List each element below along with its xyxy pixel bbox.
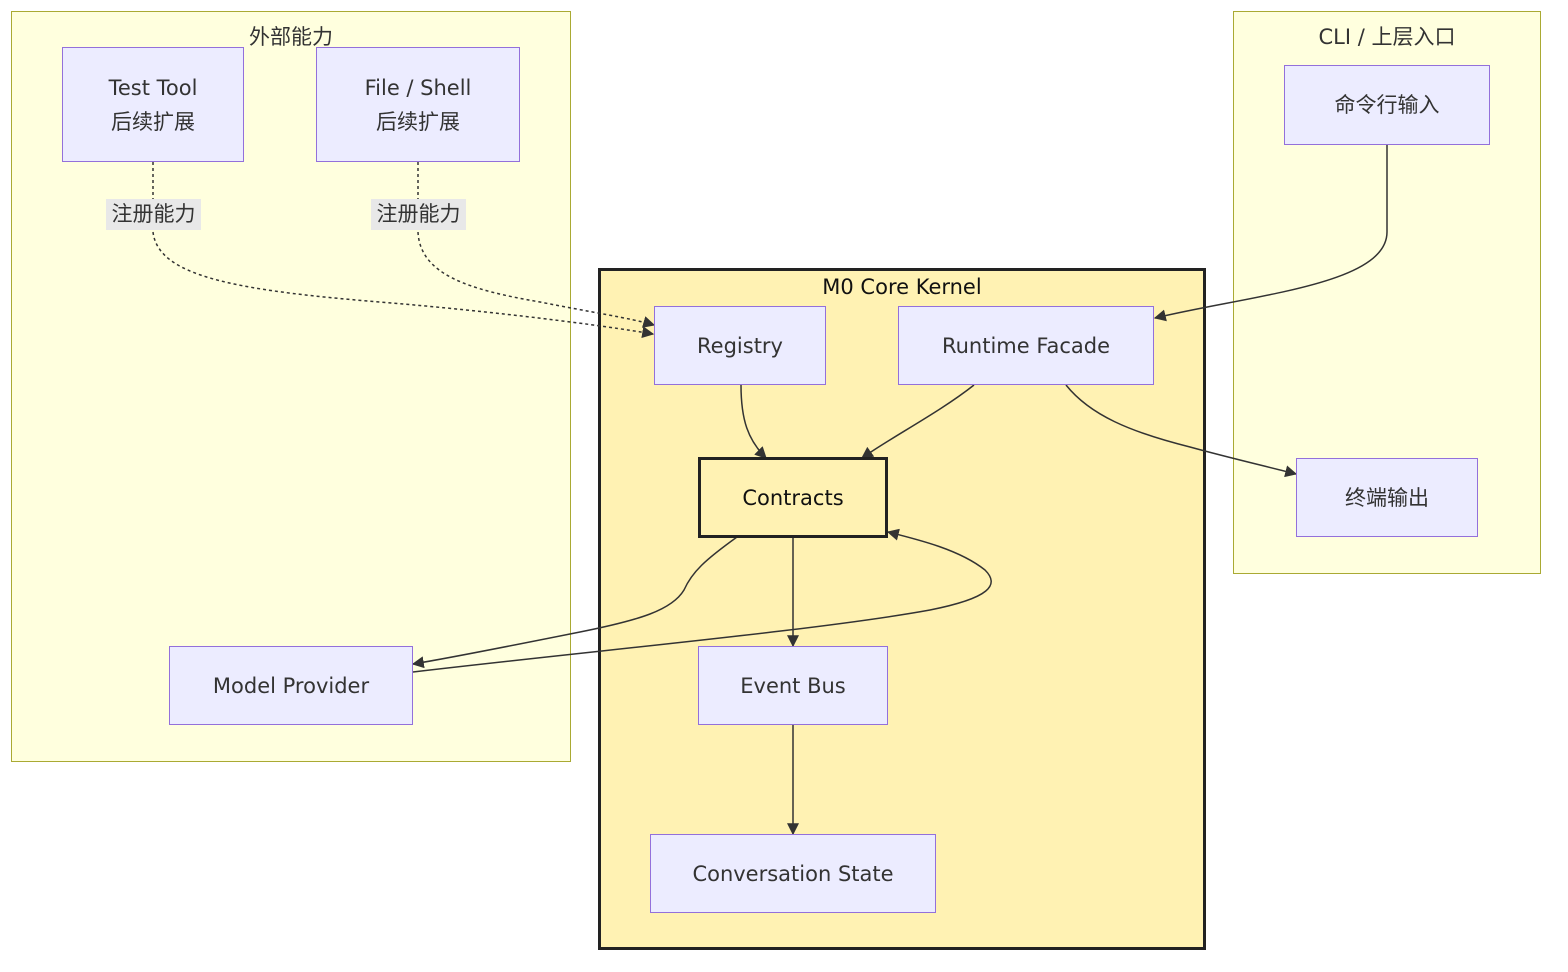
cluster-title-external: 外部能力: [249, 25, 333, 49]
node-event-bus-label: Event Bus: [740, 673, 846, 698]
edge-label-file-shell-register: 注册能力: [371, 199, 466, 230]
edge-model-provider-to-contracts: [412, 528, 992, 673]
node-conversation-state-label: Conversation State: [692, 861, 894, 886]
node-cli-input-label: 命令行输入: [1334, 93, 1440, 117]
node-runtime-facade[interactable]: Runtime Facade: [898, 306, 1154, 385]
node-contracts-label: Contracts: [742, 485, 844, 510]
edge-test-tool-to-registry: [152, 162, 653, 334]
node-registry[interactable]: Registry: [654, 306, 826, 385]
node-file-shell-line2: 后续扩展: [376, 109, 460, 134]
node-test-tool[interactable]: Test Tool 后续扩展: [62, 47, 244, 162]
node-contracts[interactable]: Contracts: [698, 457, 888, 538]
cluster-title-core: M0 Core Kernel: [822, 275, 982, 299]
node-model-provider[interactable]: Model Provider: [169, 646, 413, 725]
node-event-bus[interactable]: Event Bus: [698, 646, 888, 725]
edge-registry-to-contracts: [740, 384, 767, 459]
node-runtime-facade-label: Runtime Facade: [941, 333, 1111, 358]
edge-runtime-facade-to-terminal-output: [1065, 384, 1298, 478]
node-terminal-output[interactable]: 终端输出: [1296, 458, 1478, 537]
node-registry-label: Registry: [697, 333, 783, 358]
edge-cli-input-to-runtime-facade: [1153, 145, 1388, 322]
edge-contracts-to-model-provider: [411, 536, 738, 669]
edge-label-test-tool-register: 注册能力: [106, 199, 201, 230]
cluster-title-cli: CLI / 上层入口: [1318, 25, 1456, 49]
edge-file-shell-to-registry: [417, 162, 654, 325]
node-test-tool-line1: Test Tool: [108, 75, 198, 100]
node-cli-input[interactable]: 命令行输入: [1284, 65, 1490, 145]
node-file-shell[interactable]: File / Shell 后续扩展: [316, 47, 520, 162]
node-conversation-state[interactable]: Conversation State: [650, 834, 936, 913]
node-test-tool-line2: 后续扩展: [111, 109, 195, 134]
edge-runtime-facade-to-contracts: [861, 384, 975, 459]
node-terminal-output-label: 终端输出: [1345, 485, 1429, 510]
node-file-shell-line1: File / Shell: [364, 75, 472, 100]
node-model-provider-label: Model Provider: [212, 673, 370, 698]
